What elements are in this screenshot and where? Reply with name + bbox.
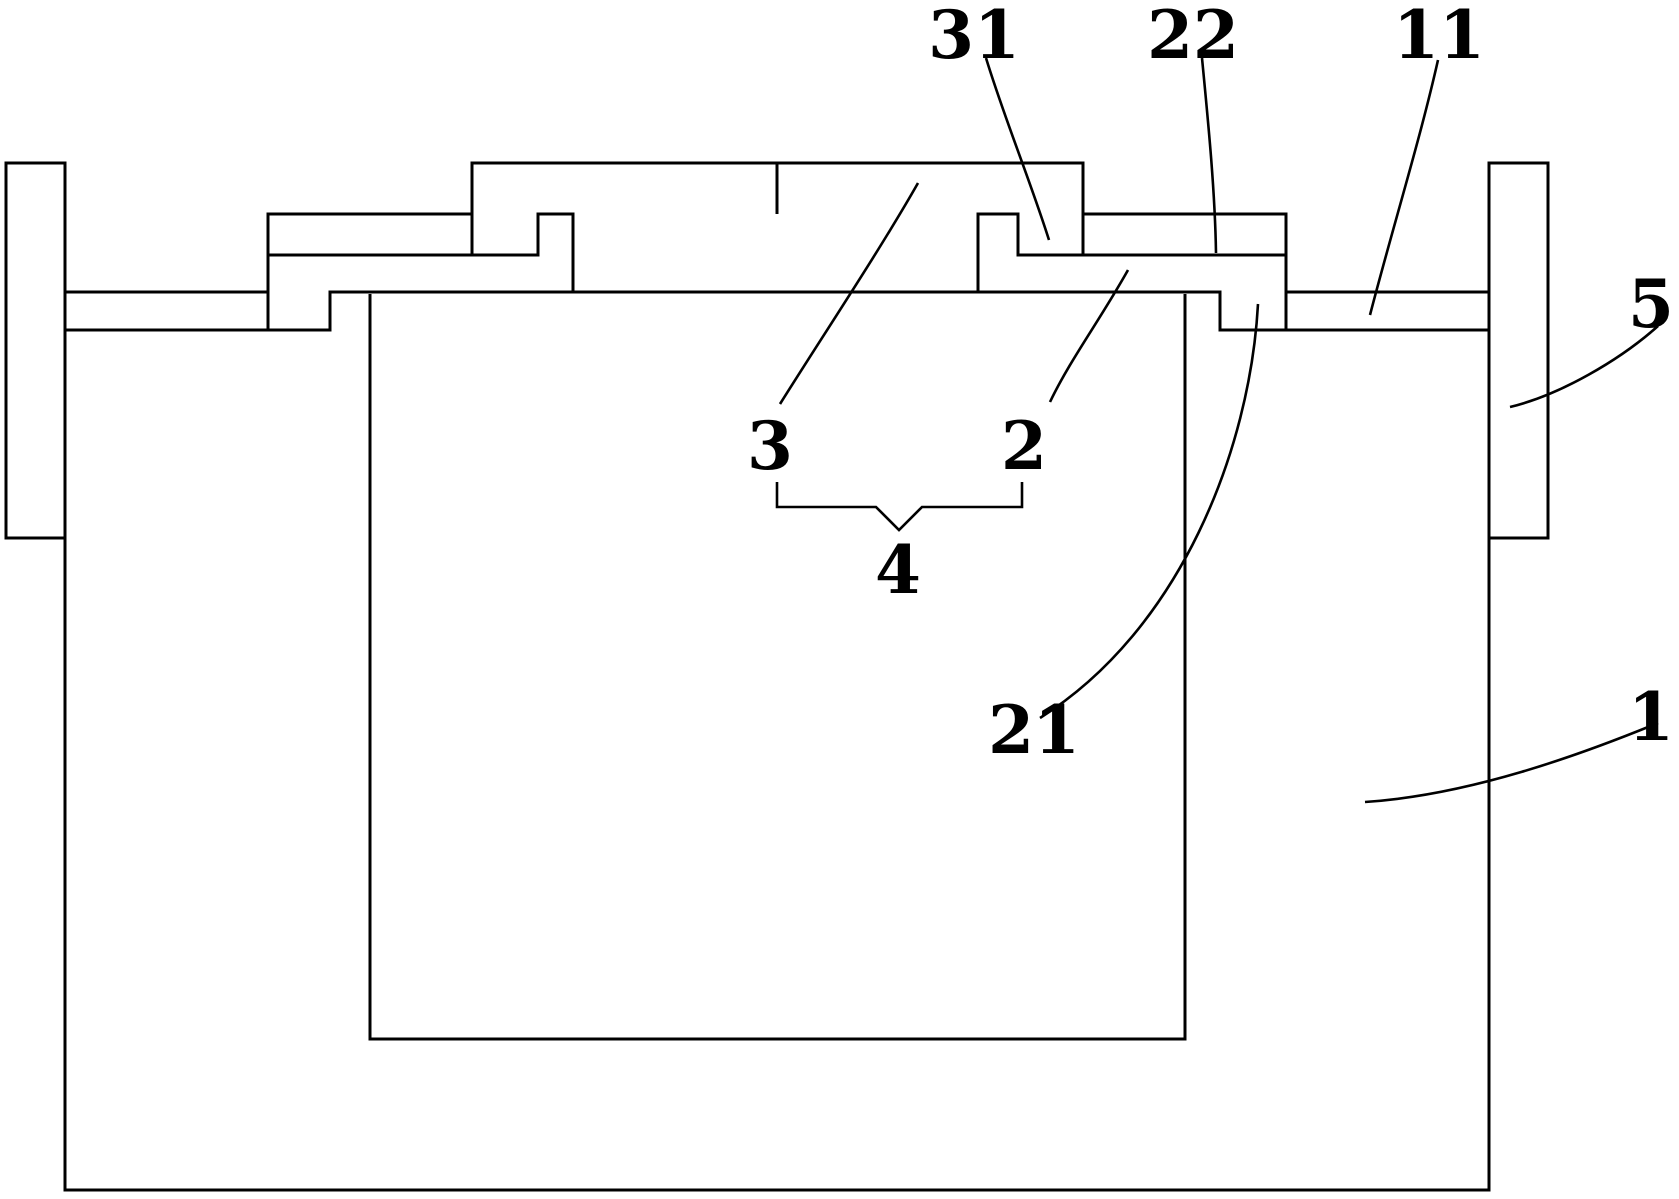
- label-31: 31: [928, 0, 1020, 74]
- top-strip-11: [1284, 290, 1491, 332]
- step-block-22: [1081, 212, 1288, 257]
- lower-lid-right-with-flange-21: [976, 212, 1288, 332]
- container-outer-wall: [63, 330, 1491, 1192]
- bracket-4: [775, 482, 1024, 532]
- label-1: 1: [1628, 678, 1674, 756]
- label-11: 11: [1393, 0, 1485, 74]
- leader-11: [1368, 59, 1440, 316]
- label-2: 2: [1001, 407, 1047, 485]
- leader-lines: [775, 57, 1659, 804]
- label-5: 5: [1628, 265, 1674, 343]
- step-block-left: [266, 212, 474, 257]
- label-22: 22: [1147, 0, 1239, 74]
- handle-left: [4, 161, 67, 540]
- handle-5: [1487, 161, 1550, 540]
- leader-22: [1200, 57, 1218, 254]
- label-4: 4: [875, 531, 921, 609]
- leader-3: [778, 182, 920, 405]
- container-inner-cavity: [368, 294, 1187, 1041]
- lower-lid-2: [266, 212, 575, 332]
- leader-21: [1039, 303, 1260, 720]
- leader-1: [1364, 721, 1659, 804]
- leader-2: [1048, 269, 1130, 403]
- leader-31: [984, 57, 1051, 241]
- label-3: 3: [747, 407, 793, 485]
- leader-5: [1509, 325, 1659, 409]
- container-top-strip-left: [63, 290, 270, 332]
- label-21: 21: [988, 691, 1080, 769]
